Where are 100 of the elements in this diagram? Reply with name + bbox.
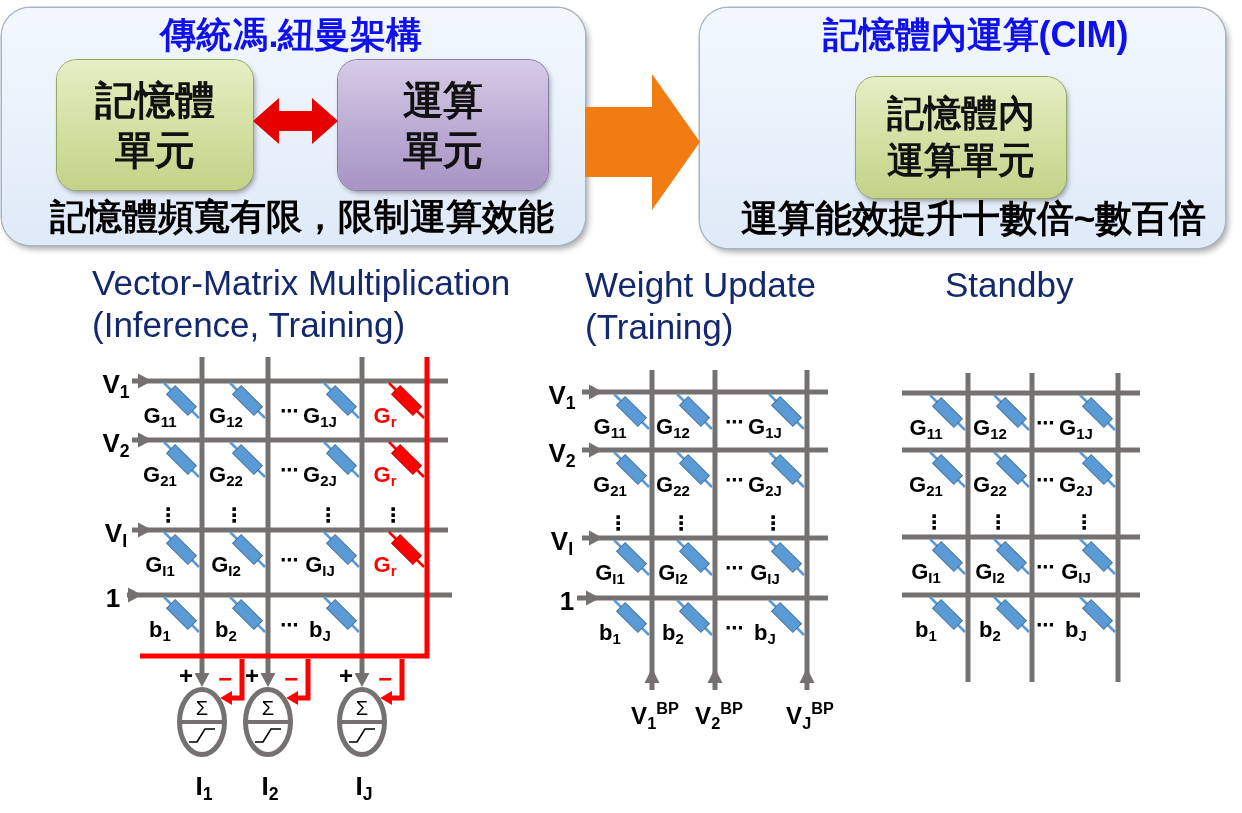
arrow [286,659,311,705]
unit-box [57,60,253,190]
cell-label: G$_{22}$ [973,474,1007,496]
cell-label: G$_{12}$ [656,416,690,438]
cell-label: b$_{J}$ [1065,619,1087,641]
cell-label: b$_{2}$ [215,619,237,641]
cell-label: G$_{IJ}$ [750,562,780,584]
cell-label: G$_{I2}$ [975,561,1005,583]
arrow [220,659,245,705]
unit-label: 運算單元 [402,77,484,174]
cell-label: G$_{I2}$ [658,562,688,584]
arrow [354,659,370,687]
ellipsis: ⋯ [725,413,743,431]
cell-label: b$_{J}$ [754,622,776,644]
ellipsis: ⋮ [158,505,178,525]
cell-label: G$_{1J}$ [1059,417,1093,439]
cell-label: G$_{I2}$ [211,554,241,576]
cell-label: b$_{2}$ [662,622,684,644]
cell-label: G$_{21}$ [593,474,627,496]
panel-title: 傳統馮.紐曼架構 [160,17,423,53]
row-label: V$_{2}$ [548,440,576,466]
section-heading: Standby [945,264,1074,306]
ellipsis: ⋮ [608,513,628,533]
architecture-panel [2,8,585,245]
ellipsis: ⋯ [1036,616,1054,634]
row-label: V$_{I}$ [550,528,574,554]
output-label: I$_{J}$ [355,773,373,799]
ellipsis: ⋯ [280,402,298,420]
cell-label: G$_{I1}$ [595,562,625,584]
ellipsis: ⋯ [1036,414,1054,432]
ellipsis: ⋯ [1036,558,1054,576]
sum-symbol: Σ [195,698,209,718]
arrow [380,659,405,705]
crossbar-array [902,373,1140,682]
sum-symbol: Σ [355,698,369,718]
ellipsis: ⋯ [725,559,743,577]
cell-label: G$_{r}$ [373,554,397,576]
section-heading: Vector-Matrix Multiplication (Inference, Training) [92,262,512,346]
cell-label: G$_{r}$ [373,405,397,427]
cell-label: G$_{11}$ [143,405,177,427]
cell-label: G$_{1J}$ [748,416,782,438]
output-label: I$_{2}$ [261,773,279,799]
row-label: V$_{1}$ [102,371,130,397]
ellipsis: ⋮ [988,512,1008,532]
ellipsis: ⋮ [318,505,338,525]
cell-label: G$_{12}$ [209,405,243,427]
cell-label: G$_{1J}$ [303,405,337,427]
cell-label: b$_{1}$ [915,619,937,641]
cell-label: G$_{12}$ [973,417,1007,439]
ellipsis: ⋮ [224,505,244,525]
row-label: 1 [105,585,121,611]
ellipsis: ⋮ [383,505,403,525]
cell-label: G$_{11}$ [593,416,627,438]
cell-label: G$_{22}$ [209,464,243,486]
section-heading: Weight Update (Training) [585,264,817,348]
row-label: V$_{1}$ [548,382,576,408]
arrow [260,659,276,687]
row-label: V$_{2}$ [102,430,130,456]
crossbar-array [577,370,828,690]
arrow [194,659,210,687]
cell-label: G$_{11}$ [909,417,943,439]
block-arrow [585,74,700,210]
ellipsis: ⋮ [763,513,783,533]
cell-label: G$_{21}$ [143,464,177,486]
cell-label: G$_{21}$ [909,474,943,496]
cell-label: b$_{J}$ [309,619,331,641]
cell-label: G$_{r}$ [373,464,397,486]
panel-caption: 運算能效提升十數倍~數百倍 [740,200,1207,237]
ellipsis: ⋮ [1074,512,1094,532]
double-arrow [253,98,338,144]
panel-caption: 記憶體頻寬有限，限制運算效能 [49,199,554,235]
unit-box [338,60,548,190]
ellipsis: ⋯ [280,616,298,634]
architecture-panel [700,8,1225,248]
cell-label: G$_{2J}$ [1059,474,1093,496]
cell-label: G$_{I1}$ [911,561,941,583]
ellipsis: ⋯ [1036,471,1054,489]
unit-label: 記憶體單元 [94,77,216,174]
sum-symbol: Σ [261,698,275,718]
ellipsis: ⋮ [671,513,691,533]
cell-label: G$_{2J}$ [303,464,337,486]
cell-label: b$_{1}$ [149,619,171,641]
ellipsis: ⋯ [280,551,298,569]
unit-label: 記憶體內運算單元 [886,92,1036,183]
ellipsis: ⋯ [725,619,743,637]
cell-label: b$_{1}$ [599,622,621,644]
ellipsis: ⋯ [725,471,743,489]
cell-label: G$_{22}$ [656,474,690,496]
row-label: 1 [559,588,575,614]
output-label: I$_{1}$ [195,773,213,799]
cell-label: b$_{2}$ [979,619,1001,641]
cell-label: G$_{2J}$ [748,474,782,496]
crossbar-array [127,357,452,659]
ellipsis: ⋮ [924,512,944,532]
cell-label: G$_{IJ}$ [1061,561,1091,583]
ellipsis: ⋯ [280,461,298,479]
cell-label: G$_{IJ}$ [305,554,335,576]
row-label: V$_{I}$ [104,520,128,546]
unit-box [856,77,1066,198]
cell-label: G$_{I1}$ [145,554,175,576]
